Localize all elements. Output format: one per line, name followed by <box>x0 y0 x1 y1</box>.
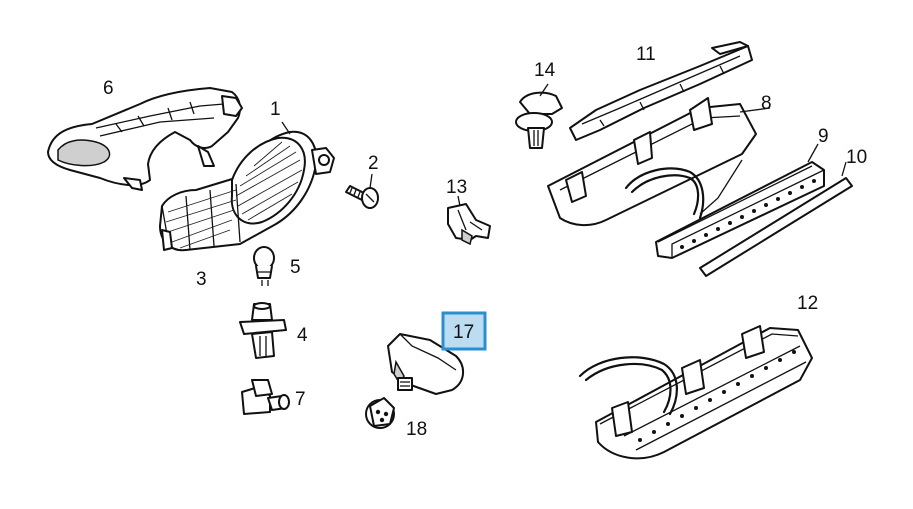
part-1-fog-lamp <box>159 130 335 252</box>
callout-17[interactable]: 17 <box>453 322 474 343</box>
callout-13[interactable]: 13 <box>446 177 467 198</box>
part-7-clip-nut <box>241 379 290 415</box>
part-4-bulb-holder <box>239 302 287 359</box>
callout-8[interactable]: 8 <box>761 93 772 114</box>
part-8-light-bar-housing <box>547 97 757 226</box>
part-10-gasket-strip <box>699 177 853 277</box>
callout-4[interactable]: 4 <box>297 325 308 346</box>
callout-10[interactable]: 10 <box>846 147 867 168</box>
callout-12[interactable]: 12 <box>797 293 818 314</box>
callout-11[interactable]: 11 <box>636 44 656 65</box>
callout-labels: 1 2 3 4 5 6 7 8 9 10 11 12 13 14 17 18 <box>103 44 867 440</box>
part-2-screw <box>345 185 379 209</box>
callout-1[interactable]: 1 <box>270 99 281 120</box>
part-13-clip <box>447 203 491 246</box>
part-18-lamp-socket <box>365 397 395 429</box>
callout-9[interactable]: 9 <box>818 126 829 147</box>
part-11-mounting-rail <box>569 41 753 141</box>
part-12-light-bar-assembly <box>578 325 813 460</box>
led-dots-9 <box>680 179 816 249</box>
callout-14[interactable]: 14 <box>534 60 556 81</box>
callout-5[interactable]: 5 <box>290 257 301 278</box>
callout-3[interactable]: 3 <box>196 269 207 290</box>
callout-2[interactable]: 2 <box>368 153 379 174</box>
part-5-bulb <box>253 246 275 286</box>
leader-lines <box>281 83 847 207</box>
callout-17-highlight-box[interactable] <box>441 311 487 351</box>
callout-6[interactable]: 6 <box>103 78 114 99</box>
part-14-push-clip <box>515 91 563 149</box>
part-6-housing-cover <box>47 87 243 191</box>
part-9-led-strip <box>655 161 825 259</box>
callout-18[interactable]: 18 <box>406 419 427 440</box>
callout-7[interactable]: 7 <box>295 389 306 410</box>
led-dots-12 <box>638 350 796 442</box>
